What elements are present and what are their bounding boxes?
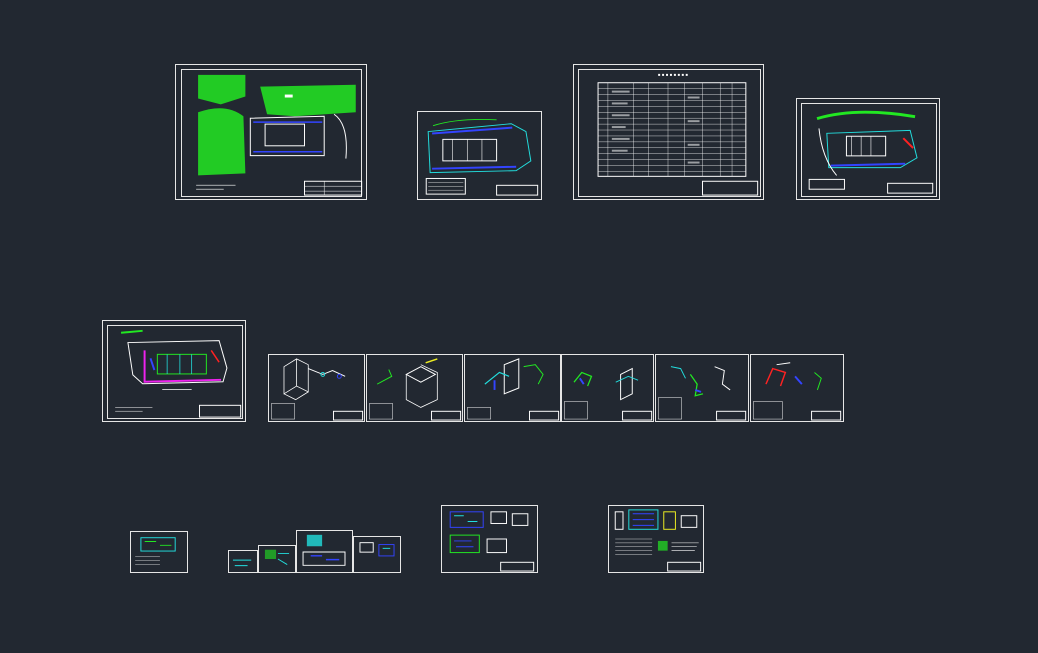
detail-2-drawing [614, 509, 702, 572]
drawing-sheet-detail-c[interactable] [296, 530, 353, 573]
drawing-sheet-detail-small[interactable] [130, 531, 188, 573]
detail-1-drawing [449, 511, 535, 572]
iso-1-drawing [271, 358, 364, 421]
drawing-sheet-detail-2[interactable] [608, 505, 704, 573]
drawing-sheet-detail-b[interactable] [258, 545, 296, 573]
drawing-sheet-iso-4[interactable] [561, 354, 654, 422]
drawing-sheet-site-plan[interactable] [175, 64, 367, 200]
drawing-sheet-iso-6[interactable] [750, 354, 844, 422]
drawing-sheet-plan-2[interactable] [796, 98, 940, 200]
detail-small-drawing [135, 537, 176, 565]
drawing-sheet-iso-1[interactable] [268, 354, 365, 422]
detail-sheet-group[interactable] [228, 530, 401, 574]
plan-2-drawing [808, 110, 934, 194]
drawing-sheet-plan-1[interactable] [417, 111, 542, 200]
drawing-sheet-iso-2[interactable] [366, 354, 463, 422]
iso-2-drawing [369, 358, 462, 421]
plan-1-drawing [425, 118, 539, 196]
drawing-sheet-detail-d[interactable] [353, 536, 401, 573]
floor-plan-drawing [115, 329, 242, 418]
site-plan-drawing [196, 74, 363, 196]
iso-5-drawing [658, 366, 747, 421]
drawing-sheet-iso-5[interactable] [655, 354, 749, 422]
drawing-sheet-floor-plan[interactable] [102, 320, 246, 422]
iso-4-drawing [564, 367, 653, 421]
equipment-table-drawing [597, 73, 759, 196]
iso-6-drawing [753, 362, 842, 421]
iso-3-drawing [467, 358, 560, 421]
drawing-sheet-iso-3[interactable] [464, 354, 561, 422]
drawing-sheet-detail-1[interactable] [441, 505, 538, 573]
drawing-sheet-equipment-table[interactable] [573, 64, 764, 200]
drawing-sheet-detail-a[interactable] [228, 550, 258, 573]
